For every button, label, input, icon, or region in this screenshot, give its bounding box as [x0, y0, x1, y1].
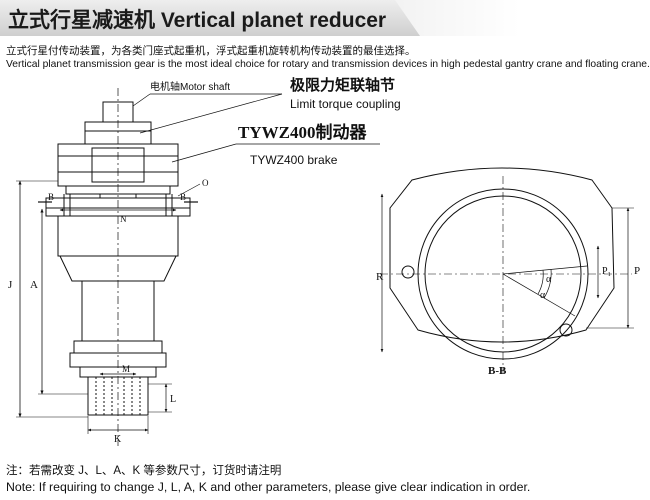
section-view-labels: R P P₁ α α B-B	[376, 265, 640, 377]
brake-label-cn: TYWZ400制动器	[238, 122, 367, 142]
technical-drawing: 电机轴Motor shaft 极限力矩联轴节 Limit torque coup…	[8, 76, 640, 446]
dim-R-label: R	[376, 271, 384, 283]
reducer-side-view	[16, 88, 201, 446]
page-title: 立式行星减速机 Vertical planet reducer	[8, 9, 387, 32]
footer-note-cn: 注：若需改变 J、L、A、K 等参数尺寸，订货时请注明	[6, 465, 282, 477]
dim-K-label: K	[114, 434, 122, 445]
section-mark-B-right: B	[180, 192, 186, 202]
dim-L-label: L	[170, 394, 176, 405]
angle-alpha-label-2: α	[540, 290, 546, 301]
footer-note-en: Note: If requiring to change J, L, A, K …	[6, 480, 531, 494]
mounting-hole-left	[401, 265, 415, 279]
dim-P-label: P	[634, 265, 640, 277]
dim-M-label: M	[122, 364, 130, 374]
dim-P1-label: P₁	[602, 266, 611, 277]
dim-O-label: O	[202, 178, 209, 188]
output-pinion	[87, 376, 149, 416]
section-view-BB	[380, 167, 634, 374]
intro-text-cn: 立式行星付传动装置，为各类门座式起重机，浮式起重机旋转机构传动装置的最佳选择。	[6, 45, 416, 57]
intro-text-en: Vertical planet transmission gear is the…	[6, 59, 650, 70]
mounting-hole-right	[559, 323, 573, 337]
side-view-labels: 电机轴Motor shaft 极限力矩联轴节 Limit torque coup…	[8, 76, 401, 445]
coupling-label-cn: 极限力矩联轴节	[290, 76, 395, 94]
angle-alpha-label-1: α	[546, 274, 552, 285]
motor-shaft-label: 电机轴Motor shaft	[150, 80, 230, 93]
brake-label-en: TYWZ400 brake	[250, 153, 338, 167]
header-tab	[0, 0, 420, 36]
base-outline	[389, 167, 615, 343]
section-mark-B-left: B	[48, 192, 54, 202]
section-label-BB: B-B	[488, 365, 507, 377]
callout-leaders	[132, 93, 380, 163]
dim-N-label: N	[120, 214, 127, 224]
dim-J-label: J	[8, 279, 13, 291]
dim-A-label: A	[30, 279, 38, 291]
coupling-label-en: Limit torque coupling	[290, 97, 401, 111]
